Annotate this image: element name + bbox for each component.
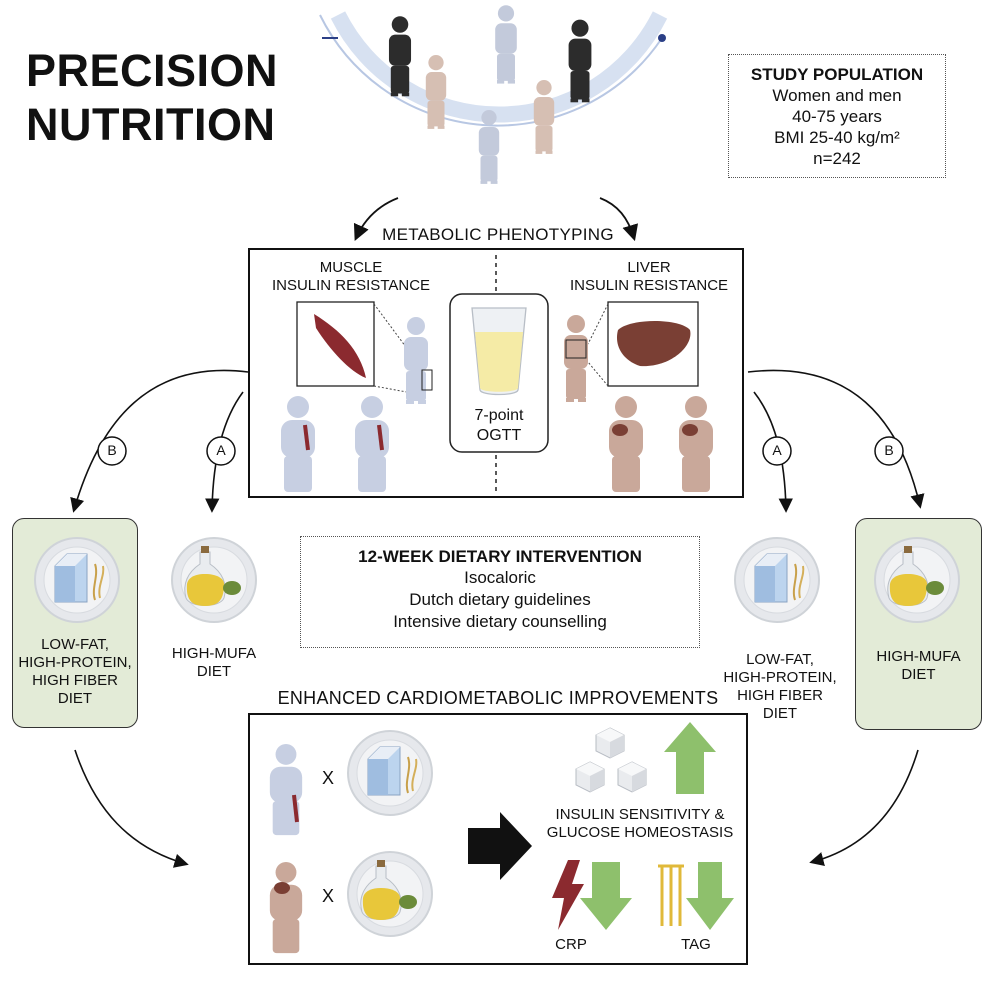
muscle-ir-label-1: MUSCLE xyxy=(319,259,383,276)
low-fat-diet-right-line: HIGH FIBER xyxy=(737,687,823,704)
study-population-line: 40-75 years xyxy=(792,107,882,126)
study-population-heading: STUDY POPULATION xyxy=(750,65,924,84)
ogtt-label-1: 7-point xyxy=(474,407,524,424)
low-fat-diet-left-line: HIGH-PROTEIN, xyxy=(18,654,132,671)
branch-b-left-circle xyxy=(97,436,127,466)
down-arrow-icon-crp xyxy=(580,862,632,930)
improve-person-muscle xyxy=(269,743,303,836)
study-population-line: BMI 25-40 kg/m² xyxy=(774,128,900,147)
low-fat-diet-left-line: LOW-FAT, xyxy=(41,636,109,653)
intervention-heading: 12-WEEK DIETARY INTERVENTION xyxy=(358,547,642,566)
low-fat-diet-left-line: HIGH FIBER xyxy=(32,672,118,689)
insulin-sensitivity-label-2: GLUCOSE HOMEOSTASIS xyxy=(546,824,734,841)
plate-low-fat-left xyxy=(34,537,120,623)
mufa-diet-left-line: HIGH-MUFA xyxy=(171,645,257,662)
mufa-diet-right-line: DIET xyxy=(901,666,936,683)
times-symbol-liver: X xyxy=(321,886,334,906)
lightning-icon xyxy=(552,860,584,930)
mufa-diet-right-line: HIGH-MUFA xyxy=(876,648,961,665)
title-line-1: PRECISION xyxy=(26,45,279,96)
title-line-2: NUTRITION xyxy=(26,99,276,150)
crp-label: CRP xyxy=(555,936,587,953)
study-population-line: n=242 xyxy=(813,149,861,168)
intervention-line: Isocaloric xyxy=(464,568,536,587)
plate-low-fat-right xyxy=(734,537,820,623)
liver-ir-label-1: LIVER xyxy=(627,259,671,276)
intervention-line: Intensive dietary counselling xyxy=(393,612,607,631)
study-population-line: Women and men xyxy=(772,86,902,105)
study-population-box: STUDY POPULATION Women and men 40-75 yea… xyxy=(728,54,946,178)
ogtt-label-2: OGTT xyxy=(476,427,522,444)
improvements-heading: ENHANCED CARDIOMETABOLIC IMPROVEMENTS xyxy=(277,688,719,708)
liver-icon xyxy=(616,321,691,367)
low-fat-diet-right-line: HIGH-PROTEIN, xyxy=(723,669,837,686)
liver-ir-label-2: INSULIN RESISTANCE xyxy=(569,277,729,294)
branch-b-right-circle xyxy=(874,436,904,466)
branch-a-left: A xyxy=(216,442,226,458)
insulin-sensitivity-label-1: INSULIN SENSITIVITY & xyxy=(555,806,725,823)
branch-a-right-circle xyxy=(762,436,792,466)
low-fat-diet-right-line: DIET xyxy=(762,705,798,722)
up-arrow-icon xyxy=(664,722,716,794)
plate-mufa-left xyxy=(171,537,257,623)
triglyceride-icon xyxy=(658,864,684,926)
intervention-box: 12-WEEK DIETARY INTERVENTION Isocaloric … xyxy=(300,536,700,648)
times-symbol-muscle: X xyxy=(321,768,334,788)
branch-a-right: A xyxy=(772,442,782,458)
tag-label: TAG xyxy=(681,936,711,953)
phenotyping-box xyxy=(248,248,744,498)
plate-mufa-right xyxy=(874,537,960,623)
low-fat-diet-left-line: DIET xyxy=(57,690,93,707)
muscle-icon xyxy=(314,314,366,378)
intervention-line: Dutch dietary guidelines xyxy=(409,590,591,609)
low-fat-diet-right-line: LOW-FAT, xyxy=(746,651,814,668)
improve-person-liver xyxy=(269,861,303,954)
branch-b-left: B xyxy=(107,442,117,458)
result-arrow-icon xyxy=(468,812,532,880)
phenotyping-heading: METABOLIC PHENOTYPING xyxy=(382,225,614,244)
branch-a-left-circle xyxy=(206,436,236,466)
mufa-diet-left-line: DIET xyxy=(196,663,232,680)
down-arrow-icon-tag xyxy=(686,862,734,930)
branch-b-right: B xyxy=(884,442,894,458)
improvements-box xyxy=(248,713,748,965)
muscle-ir-label-2: INSULIN RESISTANCE xyxy=(271,277,431,294)
